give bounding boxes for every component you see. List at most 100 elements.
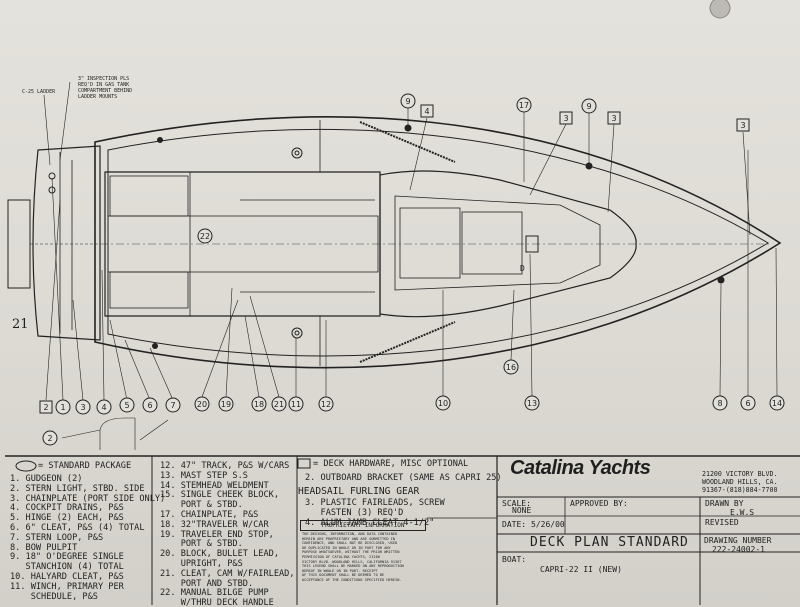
title-block-frame <box>5 455 800 605</box>
callout-bottom: 11 <box>288 396 304 412</box>
proprietary-line: VICTORY BLVD. WOODLAND HILLS, CALIFORNIA… <box>302 559 402 564</box>
callout-top: 3 <box>559 111 573 125</box>
drawn-by-label: DRAWN BY <box>705 499 744 508</box>
callout-number: 4 <box>424 107 429 116</box>
callout-marker <box>400 93 416 109</box>
callout-number: 8 <box>717 399 722 408</box>
boat-value: CAPRI-22 II (NEW) <box>540 565 622 574</box>
approved-label: APPROVED BY: <box>570 499 628 508</box>
proprietary-notice: PROPRIETARY INFORMATION THE DESIGNS, INF… <box>300 520 426 584</box>
proprietary-line: CONFIDENCE, AND SHALL NOT BE DISCLOSED, … <box>302 541 398 546</box>
callout-marker <box>524 395 540 411</box>
optional-item: 2. OUTBOARD BRACKET (SAME AS CAPRI 25) <box>305 473 502 483</box>
drawing-number: 222-24002-1 <box>712 545 765 554</box>
callout-number: 5 <box>124 401 129 410</box>
callout-top: 9 <box>400 93 416 109</box>
callout-marker <box>251 396 267 412</box>
callout-bottom: 2 <box>39 400 53 414</box>
legend-item: 9. 18" O'DEGREE SINGLE <box>10 552 124 563</box>
callout-bottom: 14 <box>769 395 785 411</box>
legend-item: W/THRU DECK HANDLE <box>160 598 274 607</box>
optional-item: HEADSAIL FURLING GEAR <box>298 486 420 497</box>
callout-bottom: 4 <box>96 399 112 415</box>
legend-item: 11. WINCH, PRIMARY PER <box>10 581 124 592</box>
callout-bottom: 21 <box>271 396 287 412</box>
callout-marker <box>119 397 135 413</box>
callout-marker <box>769 395 785 411</box>
callout-marker <box>288 396 304 412</box>
legend-item: 17. CHAINPLATE, P&S <box>160 509 259 520</box>
callout-marker <box>96 399 112 415</box>
callout-marker <box>318 396 334 412</box>
callout-marker <box>42 430 58 446</box>
callout-number: 11 <box>291 400 301 409</box>
callout-marker <box>165 397 181 413</box>
callout-number: 17 <box>519 101 529 110</box>
boat-label: BOAT: <box>502 555 527 564</box>
binder-hole <box>709 0 731 19</box>
callout-number: 7 <box>170 401 175 410</box>
callout-number: 14 <box>772 399 782 408</box>
scale-value: NONE <box>512 506 532 515</box>
callout-marker <box>559 111 573 125</box>
callout-bottom: 19 <box>218 396 234 412</box>
legend-item: PORT & STBD. <box>160 539 243 550</box>
proprietary-line: OR DUPLICATED IN WHOLE OR IN PART FOR AN… <box>302 545 391 550</box>
legend-item: PORT AND STBD. <box>160 578 254 589</box>
optional-item: 3. PLASTIC FAIRLEADS, SCREW <box>305 498 445 508</box>
page-number: 21 <box>12 317 29 332</box>
legend-item: 12. 47" TRACK, P&S W/CARS <box>160 461 290 471</box>
proprietary-line: THE DESIGNS, INFORMATION, AND DATA CONTA… <box>302 532 398 536</box>
legend-item: SCHEDULE, P&S <box>10 591 98 602</box>
callout-marker <box>712 395 728 411</box>
standard-package-header: = STANDARD PACKAGE <box>38 461 132 471</box>
callout-number: 20 <box>197 400 207 409</box>
callout-top: 17 <box>516 97 532 113</box>
callout-marker <box>516 97 532 113</box>
callout-number: 3 <box>80 403 85 412</box>
callout-number: 9 <box>586 102 591 111</box>
callout-marker <box>607 111 621 125</box>
callout-inner: 2 <box>42 430 58 446</box>
callout-top: 3 <box>736 118 750 132</box>
legend-item: 7. STERN LOOP, P&S <box>10 532 104 543</box>
callout-marker <box>435 395 451 411</box>
legend-item: 5. HINGE (2) EACH, P&S <box>10 513 124 524</box>
company-logo: Catalina Yachts <box>510 457 651 479</box>
proprietary-line: HEREIN ARE PROPRIETARY AND ARE SUBMITTED… <box>302 536 396 541</box>
callout-number: 3 <box>563 114 568 123</box>
callout-bottom: 6 <box>142 397 158 413</box>
callout-inner: 22 <box>197 228 213 244</box>
legend-item: STANCHION (4) TOTAL <box>10 562 124 573</box>
proprietary-line: ACCEPTANCE OF THE CONDITIONS SPECIFIED H… <box>302 577 402 582</box>
callout-top: 3 <box>607 111 621 125</box>
legend-item: 19. TRAVELER END STOP, <box>160 529 274 540</box>
callout-bottom: 6 <box>740 395 756 411</box>
hull-outline <box>7 115 782 369</box>
callout-number: 22 <box>200 232 210 241</box>
callout-number: 2 <box>43 403 48 412</box>
callout-number: 6 <box>147 401 152 410</box>
callout-marker <box>736 118 750 132</box>
date-label: DATE: <box>502 520 527 529</box>
deck-fittings <box>48 124 725 349</box>
legend-item: 20. BLOCK, BULLET LEAD, <box>160 549 279 560</box>
callout-marker <box>55 399 71 415</box>
callout-number: 18 <box>254 400 264 409</box>
legend-item: 15. SINGLE CHEEK BLOCK, <box>160 490 279 501</box>
callout-number: 16 <box>506 363 516 372</box>
callout-number: 10 <box>438 399 448 408</box>
callout-marker <box>581 98 597 114</box>
ladder-note: C-25 LADDER <box>22 89 56 95</box>
proprietary-line: PURPOSE WHATSOEVER, WITHOUT THE PRIOR WR… <box>302 550 400 555</box>
callout-marker <box>740 395 756 411</box>
legend-item: 21. CLEAT, CAM W/FAIRLEAD, <box>160 568 295 579</box>
callout-top: 9 <box>581 98 597 114</box>
callout-bottom: 13 <box>524 395 540 411</box>
callout-number: 4 <box>101 403 106 412</box>
optional-item: 4. ALUM JAMB CLEAT 4-1/2" <box>305 518 435 528</box>
